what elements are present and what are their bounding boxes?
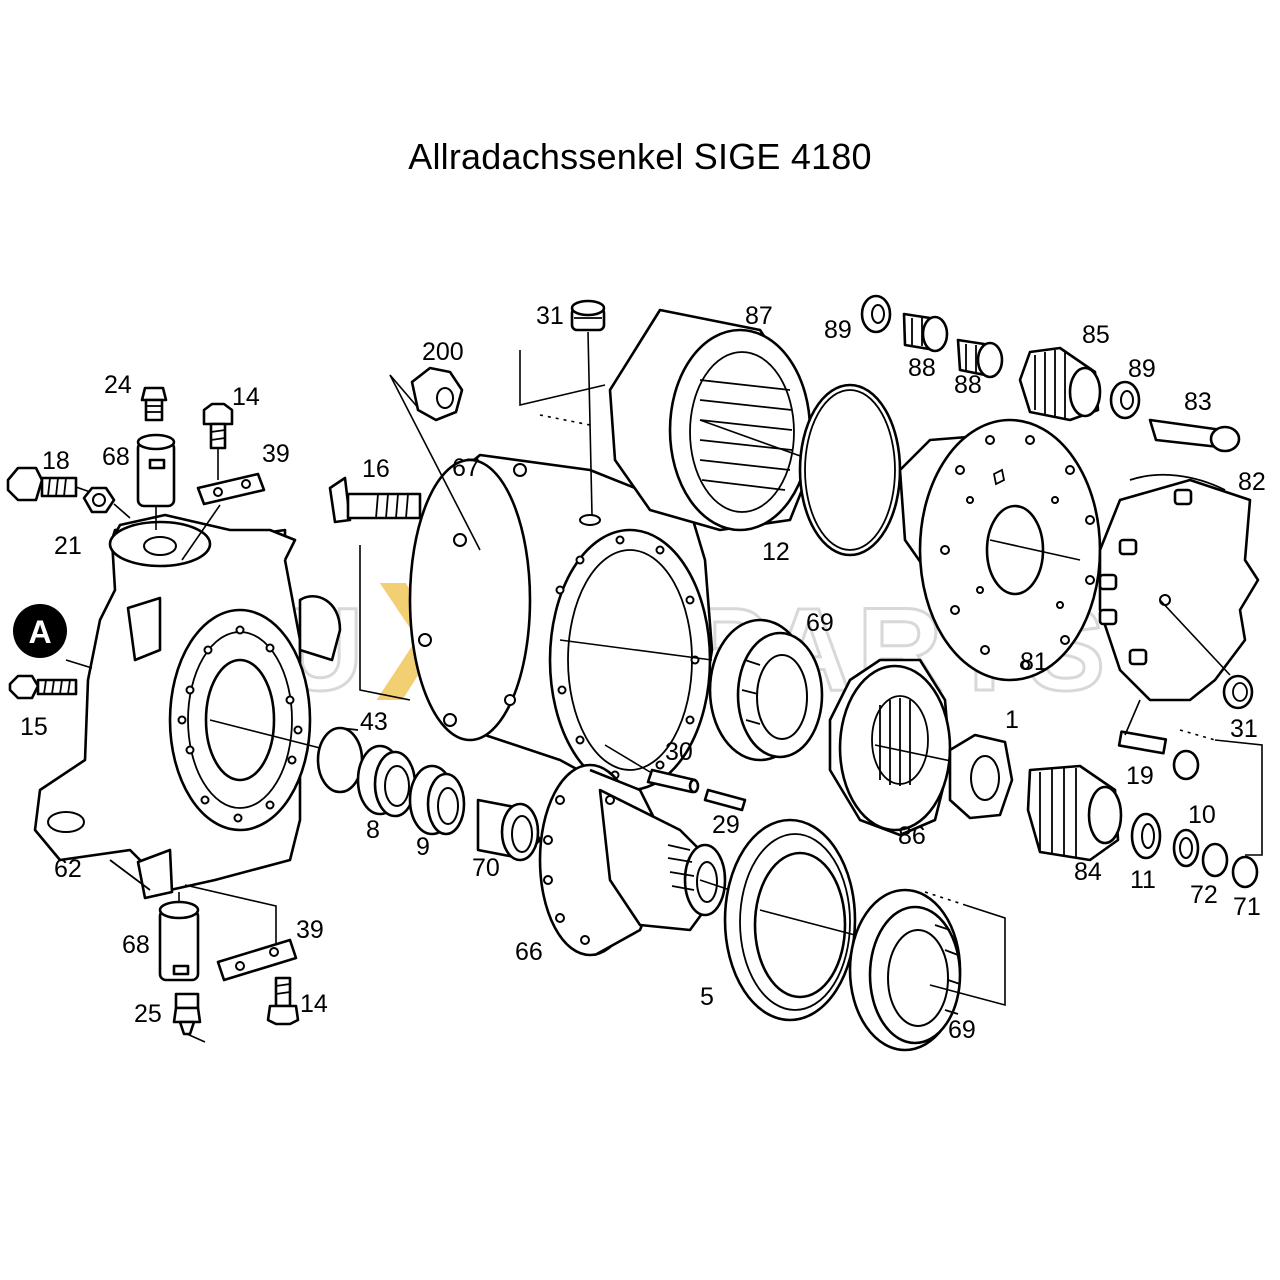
label-14-top: 14 (232, 383, 260, 411)
wheel-hub-66 (538, 763, 761, 957)
bolt-15 (8, 674, 78, 700)
washer-11 (1130, 812, 1162, 860)
plug-71 (1179, 729, 1263, 889)
label-15: 15 (20, 713, 48, 741)
label-86: 86 (898, 822, 926, 850)
label-67: 67 (452, 454, 480, 482)
label-31-bottom: 31 (1230, 715, 1258, 743)
nut-200 (410, 366, 464, 422)
label-69-bottom: 69 (948, 1016, 976, 1044)
steering-knuckle-62 (33, 513, 342, 900)
diagram-title: Allradachssenkel SIGE 4180 (408, 136, 872, 177)
label-39-bottom: 39 (296, 916, 324, 944)
washer-89-left (860, 294, 892, 334)
detail-badge-a: A (13, 604, 93, 669)
label-39-top: 39 (262, 440, 290, 468)
label-84: 84 (1074, 858, 1102, 886)
label-11: 11 (1130, 866, 1156, 894)
label-16: 16 (362, 455, 390, 483)
label-69-top: 69 (806, 609, 834, 637)
label-87: 87 (745, 302, 773, 330)
label-89-left: 89 (824, 316, 852, 344)
label-70: 70 (472, 854, 500, 882)
washer-72 (1201, 842, 1229, 878)
label-85: 85 (1082, 321, 1110, 349)
nut-21 (82, 486, 131, 519)
grease-nipple-25 (172, 992, 206, 1043)
label-1: 1 (1005, 706, 1019, 734)
label-89-right: 89 (1128, 355, 1156, 383)
snap-ring-10 (1172, 828, 1200, 868)
bolt-14-bottom (266, 976, 300, 1026)
planet-gear-84 (1026, 764, 1123, 862)
bolt-16 (328, 476, 422, 524)
label-71: 71 (1233, 893, 1261, 921)
bearing-9 (408, 764, 466, 836)
pin-29 (703, 788, 747, 812)
planet-carrier-81 (898, 418, 1102, 682)
label-88-right: 88 (954, 371, 982, 399)
label-72: 72 (1190, 881, 1218, 909)
pin-30 (646, 768, 700, 794)
ring-gear-87 (608, 308, 896, 532)
thrust-washer-43 (316, 726, 364, 794)
bearing-69-bottom (848, 888, 1006, 1052)
label-81: 81 (1020, 648, 1048, 676)
label-43: 43 (360, 708, 388, 736)
label-14-bottom: 14 (300, 990, 328, 1018)
label-88-left: 88 (908, 354, 936, 382)
plate-39-top (181, 472, 266, 561)
cover-82 (1098, 473, 1260, 702)
needle-bearing-88-right (956, 338, 1004, 379)
bolt-19 (1117, 699, 1200, 781)
label-31-top: 31 (536, 302, 564, 330)
label-5: 5 (700, 983, 714, 1011)
label-9: 9 (416, 833, 430, 861)
label-24: 24 (104, 371, 132, 399)
planet-pin-83 (1148, 418, 1241, 453)
label-19: 19 (1126, 762, 1154, 790)
label-12: 12 (762, 538, 790, 566)
leader-30 (604, 744, 651, 773)
plug-31-bottom (1222, 674, 1254, 710)
label-25: 25 (134, 1000, 162, 1028)
snap-ring-12 (798, 383, 902, 557)
part-labels: 1 5 8 9 10 11 12 14 14 15 16 18 19 21 24… (20, 302, 1266, 1044)
label-200: 200 (422, 338, 464, 366)
label-8: 8 (366, 816, 380, 844)
label-68-top: 68 (102, 443, 130, 471)
nut-1 (948, 733, 1014, 820)
label-83: 83 (1184, 388, 1212, 416)
bolt-14-top (202, 402, 234, 480)
king-pin-bushing-68-top (136, 433, 176, 530)
spacer-sleeve-70 (476, 798, 542, 862)
label-62: 62 (54, 855, 82, 883)
label-29: 29 (712, 811, 740, 839)
grease-nipple-24 (140, 386, 168, 422)
needle-bearing-88-left (902, 312, 949, 353)
plug-31-top (519, 299, 606, 516)
label-30: 30 (665, 738, 693, 766)
washer-89-right (1109, 380, 1141, 420)
planet-gear-85 (1018, 346, 1102, 422)
label-21: 21 (54, 532, 82, 560)
badge-letter: A (28, 614, 51, 650)
king-pin-bushing-68-bottom (158, 892, 200, 982)
plate-39-bottom (184, 884, 298, 982)
planetary-housing-67 (389, 374, 714, 792)
bearing-8 (356, 744, 417, 818)
bolt-18 (6, 466, 97, 502)
label-68-bottom: 68 (122, 931, 150, 959)
sun-gear-86 (828, 658, 971, 837)
label-18: 18 (42, 447, 70, 475)
shaft-seal-5 (723, 818, 857, 1022)
label-66: 66 (515, 938, 543, 966)
leader-16-housing (359, 545, 411, 701)
bearing-69-top (708, 618, 824, 762)
label-10: 10 (1188, 801, 1216, 829)
label-82: 82 (1238, 468, 1266, 496)
